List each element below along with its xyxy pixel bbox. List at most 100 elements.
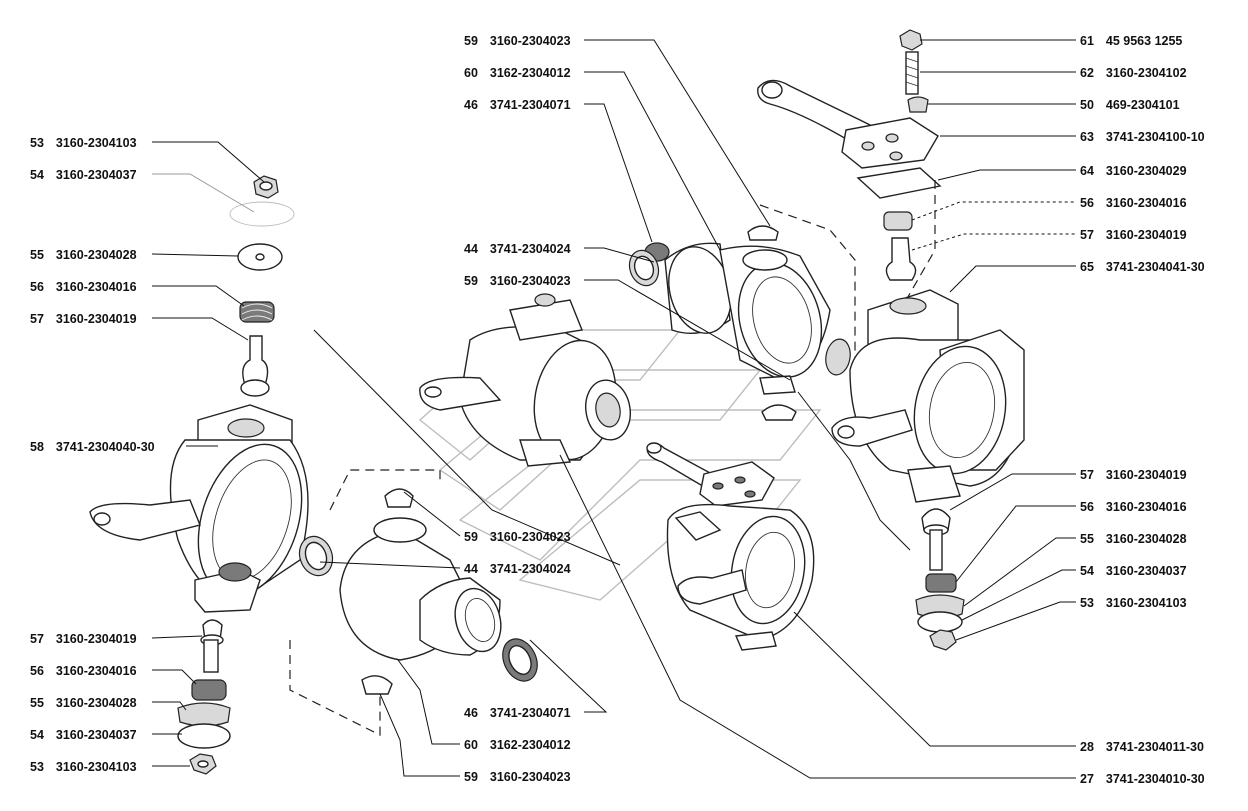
- callout-pos: 28: [1080, 740, 1094, 754]
- callout-pos: 54: [30, 168, 44, 182]
- callout-part: 3160-2304016: [1106, 196, 1187, 210]
- callout-pos: 50: [1080, 98, 1094, 112]
- left-lower-stack: [177, 619, 231, 775]
- callout-pos: 59: [464, 770, 478, 784]
- callout-part: 3160-2304016: [56, 280, 137, 294]
- callout-pos: 59: [464, 274, 478, 288]
- callout-pos: 56: [30, 280, 44, 294]
- callout-part: 3741-2304024: [490, 562, 571, 576]
- callout-pos: 55: [30, 696, 44, 710]
- callout-part: 3741-2304071: [490, 98, 571, 112]
- right-lower-stack: [915, 508, 965, 651]
- callout-pos: 59: [464, 34, 478, 48]
- callout-part: 3160-2304023: [490, 274, 571, 288]
- right-upper-stack: [757, 29, 942, 381]
- callout-part: 3160-2304028: [1106, 532, 1187, 546]
- callout-pos: 57: [1080, 468, 1094, 482]
- callout-pos: 46: [464, 706, 478, 720]
- right-knuckle: [831, 289, 1025, 503]
- callout-part: 3741-2304024: [490, 242, 571, 256]
- callout-part: 3741-2304071: [490, 706, 571, 720]
- callout-part: 3160-2304028: [56, 696, 137, 710]
- callout-part: 3160-2304016: [1106, 500, 1187, 514]
- callout-pos: 55: [1080, 532, 1094, 546]
- callout-pos: 56: [30, 664, 44, 678]
- callout-pos: 57: [1080, 228, 1094, 242]
- callout-part: 3162-2304012: [490, 66, 571, 80]
- lower-right-assembly: [646, 442, 815, 651]
- callout-part: 3741-2304010-30: [1106, 772, 1205, 786]
- callout-pos: 60: [464, 738, 478, 752]
- left-upper-stack: [229, 175, 295, 397]
- callout-part: 3741-2304011-30: [1106, 740, 1204, 754]
- callout-part: 3160-2304019: [56, 632, 137, 646]
- callout-part: 3160-2304019: [1106, 468, 1187, 482]
- callout-pos: 54: [1080, 564, 1094, 578]
- callout-part: 3160-2304019: [1106, 228, 1187, 242]
- callout-pos: 57: [30, 312, 44, 326]
- callout-part: 3160-2304023: [490, 530, 571, 544]
- callout-part: 469-2304101: [1106, 98, 1180, 112]
- callout-part: 45 9563 1255: [1106, 34, 1183, 48]
- callout-pos: 62: [1080, 66, 1094, 80]
- center-assembled-knuckle: [419, 293, 631, 467]
- callout-pos: 53: [1080, 596, 1094, 610]
- callout-pos: 59: [464, 530, 478, 544]
- callout-pos: 27: [1080, 772, 1094, 786]
- callout-part: 3160-2304037: [56, 168, 137, 182]
- callout-part: 3741-2304100-10: [1106, 130, 1205, 144]
- callout-pos: 63: [1080, 130, 1094, 144]
- callout-part: 3160-2304028: [56, 248, 137, 262]
- callout-pos: 53: [30, 136, 44, 150]
- callout-part: 3160-2304037: [1106, 564, 1187, 578]
- callout-pos: 56: [1080, 500, 1094, 514]
- callout-part: 3160-2304037: [56, 728, 137, 742]
- callout-part: 3160-2304102: [1106, 66, 1187, 80]
- callout-part: 3160-2304103: [56, 136, 137, 150]
- callout-pos: 57: [30, 632, 44, 646]
- callout-part: 3160-2304029: [1106, 164, 1187, 178]
- callout-pos: 65: [1080, 260, 1094, 274]
- callout-pos: 44: [464, 562, 478, 576]
- callout-pos: 55: [30, 248, 44, 262]
- callout-pos: 58: [30, 440, 44, 454]
- callout-pos: 56: [1080, 196, 1094, 210]
- callout-pos: 44: [464, 242, 478, 256]
- callout-pos: 54: [30, 728, 44, 742]
- callout-part: 3160-2304016: [56, 664, 137, 678]
- leader-lines: [151, 39, 1076, 779]
